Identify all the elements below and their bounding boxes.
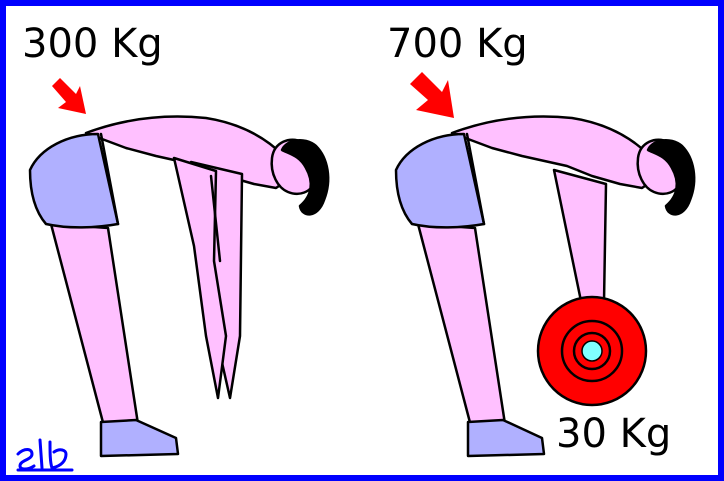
left-pressure-arrow	[52, 78, 86, 114]
right-pressure-arrow	[410, 72, 454, 118]
left-back-leg	[51, 224, 138, 434]
right-arm	[554, 170, 606, 306]
posture-illustration	[6, 6, 718, 475]
right-shoe	[468, 420, 544, 456]
left-shoe	[101, 420, 178, 456]
right-back-leg	[418, 224, 505, 434]
weight-plate	[538, 297, 646, 405]
right-figure	[396, 117, 694, 456]
right-load-label: 700 Kg	[387, 24, 528, 64]
left-figure	[30, 117, 328, 456]
signature-logo	[14, 430, 78, 472]
plate-weight-label: 30 Kg	[556, 414, 671, 454]
left-load-label: 300 Kg	[22, 24, 163, 64]
